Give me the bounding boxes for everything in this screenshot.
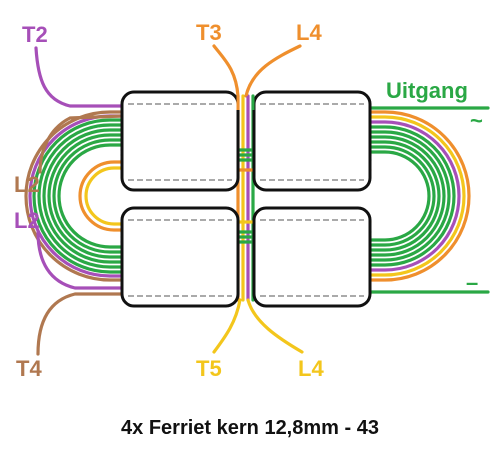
labels: T2 T3 L4 Uitgang ~ L2 L2 – T4 T5 L4 4x F… bbox=[14, 20, 483, 439]
label-t3: T3 bbox=[196, 20, 222, 45]
label-uitgang: Uitgang bbox=[386, 78, 468, 103]
lead-l4-top bbox=[244, 44, 302, 98]
leads bbox=[34, 44, 490, 356]
winding-loop-green-right bbox=[368, 130, 451, 262]
winding-loop-green-right bbox=[368, 150, 431, 242]
cores bbox=[120, 90, 372, 308]
core-top-right bbox=[252, 90, 372, 192]
winding-loop-purple-right bbox=[368, 120, 461, 272]
winding-loop-green-left bbox=[57, 143, 124, 249]
lead-t4 bbox=[36, 292, 124, 356]
core-top-left bbox=[120, 90, 240, 192]
lead-l2-purple bbox=[36, 230, 124, 290]
winding-loop-green-right bbox=[368, 125, 456, 267]
winding-loop-green-left bbox=[32, 118, 124, 274]
winding-loop-orange-left bbox=[78, 160, 124, 232]
core-bottom-left bbox=[120, 206, 240, 308]
winding-loop-green-right bbox=[368, 140, 441, 252]
lead-t2 bbox=[34, 46, 124, 108]
lead-l4-bottom bbox=[246, 298, 304, 354]
winding-loop-green-left bbox=[52, 138, 124, 254]
lead-t3 bbox=[212, 44, 240, 98]
winding-loop-green-left bbox=[47, 133, 124, 259]
winding-loop-green-left bbox=[37, 123, 124, 269]
winding-loop-green-right bbox=[368, 135, 446, 257]
winding-loop-orange-right bbox=[368, 110, 471, 282]
label-l2-purple: L2 bbox=[14, 208, 40, 233]
winding-loop-purple bbox=[28, 114, 124, 278]
label-l4-top: L4 bbox=[296, 20, 322, 45]
lead-l2-brown bbox=[38, 114, 124, 174]
label-t4: T4 bbox=[16, 356, 42, 381]
winding-loop-yellow-left bbox=[84, 166, 124, 226]
label-l4-bottom: L4 bbox=[298, 356, 324, 381]
label-t2: T2 bbox=[22, 22, 48, 47]
label-t5: T5 bbox=[196, 356, 222, 381]
label-tilde: ~ bbox=[470, 108, 483, 133]
center-gap-wires bbox=[236, 96, 255, 208]
caption: 4x Ferriet kern 12,8mm - 43 bbox=[121, 417, 379, 439]
winding-loop-green-right bbox=[368, 145, 436, 247]
winding-loop-green-left bbox=[42, 128, 124, 264]
label-l2-brown: L2 bbox=[14, 172, 40, 197]
winding-loop-yellow-right bbox=[368, 115, 466, 277]
lead-t5 bbox=[212, 298, 242, 354]
core-bottom-right bbox=[252, 206, 372, 308]
label-minus: – bbox=[466, 270, 478, 295]
